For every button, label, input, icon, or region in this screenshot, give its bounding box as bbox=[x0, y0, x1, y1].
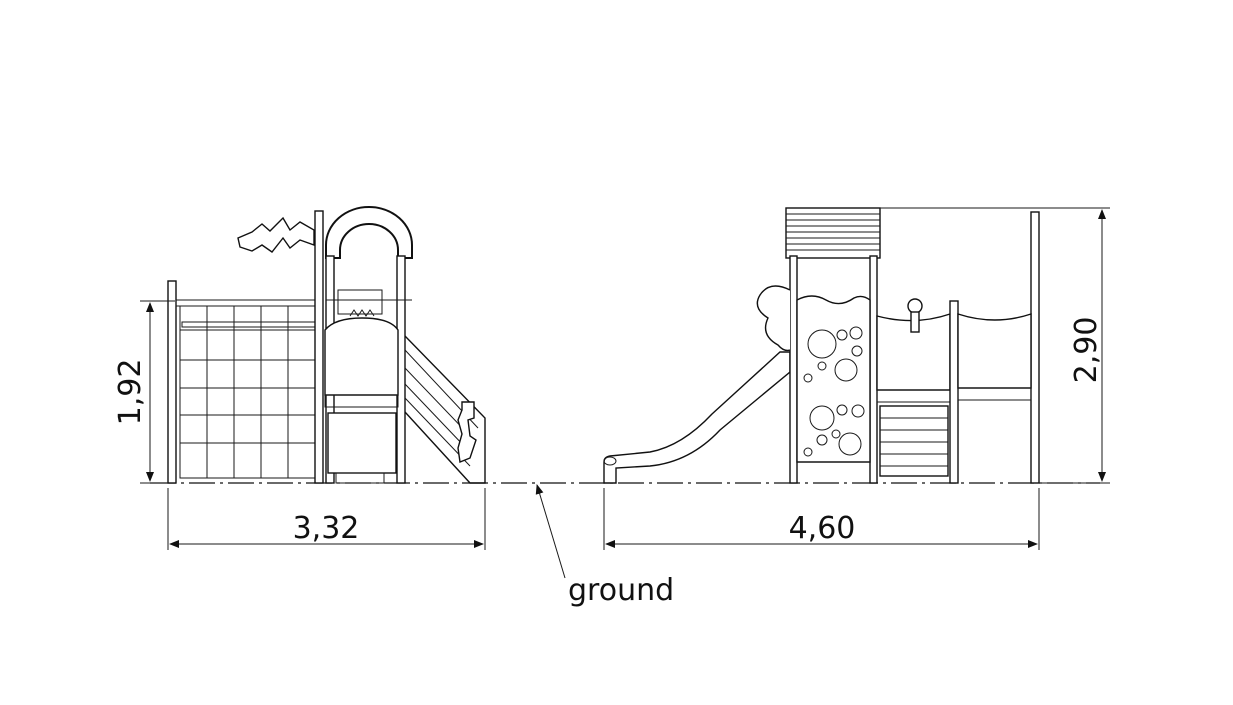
left-width-label: 3,32 bbox=[293, 511, 360, 546]
left-height-dimension: 1,92 bbox=[113, 300, 175, 484]
right-width-label: 4,60 bbox=[789, 511, 856, 546]
flag-icon bbox=[237, 216, 315, 253]
tower-roof bbox=[785, 207, 881, 259]
right-height-label: 2,90 bbox=[1069, 317, 1104, 384]
ground-label: ground bbox=[568, 573, 674, 608]
side-stairs bbox=[404, 335, 486, 484]
cloud-panel bbox=[756, 285, 791, 352]
tower-post bbox=[314, 210, 324, 484]
rear-panel bbox=[957, 313, 1032, 401]
climbing-net bbox=[167, 280, 323, 484]
left-view-playset bbox=[167, 206, 486, 484]
tower-post-left bbox=[789, 255, 798, 484]
ground-callout: ground bbox=[535, 484, 674, 608]
left-width-dimension: 3,32 bbox=[167, 488, 486, 550]
right-height-dimension: 2,90 bbox=[880, 207, 1110, 484]
right-width-dimension: 4,60 bbox=[603, 488, 1040, 550]
right-view-playset bbox=[603, 207, 1040, 484]
tower-post-right bbox=[869, 255, 878, 484]
steering-wheel-icon bbox=[907, 298, 923, 333]
slide bbox=[603, 351, 791, 484]
tower-body bbox=[324, 289, 412, 484]
end-post bbox=[1030, 211, 1040, 484]
bridge-section bbox=[876, 298, 951, 477]
mid-post bbox=[949, 300, 959, 484]
left-height-label: 1,92 bbox=[113, 359, 148, 426]
tower-wall bbox=[796, 295, 871, 463]
